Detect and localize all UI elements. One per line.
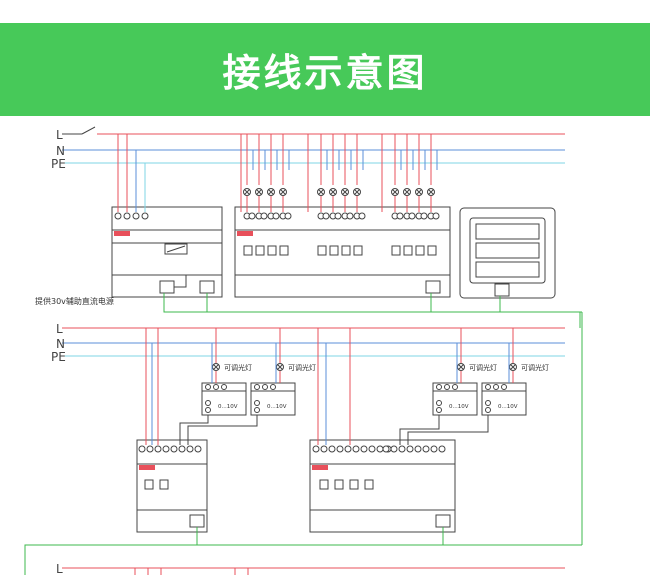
dimmer-terminals [138, 445, 446, 453]
page-title: 接线示意图 [222, 51, 428, 95]
dimmer-module-b [309, 439, 456, 533]
bus-label-pe: PE [51, 350, 66, 364]
relay-buttons [243, 245, 437, 256]
dimmable-drivers: 0...10V可调光灯0...10V可调光灯0...10V可调光灯0...10V… [179, 328, 549, 445]
dimmable-light-label: 可调光灯 [521, 363, 549, 372]
title-banner: 接线示意图 [0, 23, 650, 116]
control-range-label: 0...10V [449, 404, 469, 410]
dimmable-light-label: 可调光灯 [224, 363, 252, 372]
lamp-icon [329, 188, 337, 196]
bus-label-l: L [56, 322, 63, 336]
bus-label-n: N [56, 144, 65, 158]
bus-cable-2 [24, 544, 582, 575]
bus-label-n: N [56, 337, 65, 351]
lamp-icon [317, 188, 325, 196]
relay-lamps [240, 134, 438, 212]
lamp-icon [341, 188, 349, 196]
bus-cable-1 [163, 293, 582, 313]
control-range-label: 0...10V [498, 404, 518, 410]
lamp-icon [276, 363, 284, 371]
lamp-icon [267, 188, 275, 196]
section-1: L N PE [35, 126, 582, 313]
lamp-icon [212, 363, 220, 371]
lamp-icon [415, 188, 423, 196]
lamp-icon [279, 188, 287, 196]
section-3: L [56, 562, 565, 575]
lamp-icon [243, 188, 251, 196]
power-supply-module [111, 206, 223, 298]
relay-terminals [243, 212, 440, 220]
section-2: L N PE 0...10V 可调光灯 [24, 312, 583, 575]
lamp-icon [391, 188, 399, 196]
dimmable-driver: 0...10V 可调光灯 [399, 328, 497, 445]
dimmable-driver: 0...10V 可调光灯 [187, 328, 316, 445]
dimmable-light-label: 可调光灯 [288, 363, 316, 372]
bus-label-pe: PE [51, 157, 66, 171]
dimmable-light-label: 可调光灯 [469, 363, 497, 372]
bus-label-l: L [56, 128, 63, 142]
dimmable-driver: 0...10V 可调光灯 [407, 328, 549, 445]
lamp-icon [255, 188, 263, 196]
lamp-icon [427, 188, 435, 196]
control-range-label: 0...10V [267, 404, 287, 410]
dimmer-module-a [136, 439, 208, 533]
lamp-icon [457, 363, 465, 371]
dimmable-driver: 0...10V 可调光灯 [179, 328, 252, 445]
control-panel [459, 207, 556, 299]
lamp-icon [353, 188, 361, 196]
bus-label-l: L [56, 562, 63, 575]
lamp-icon [403, 188, 411, 196]
aux-power-note: 提供30v辅助直流电源 [35, 296, 114, 306]
lamp-icon [509, 363, 517, 371]
control-range-label: 0...10V [218, 404, 238, 410]
